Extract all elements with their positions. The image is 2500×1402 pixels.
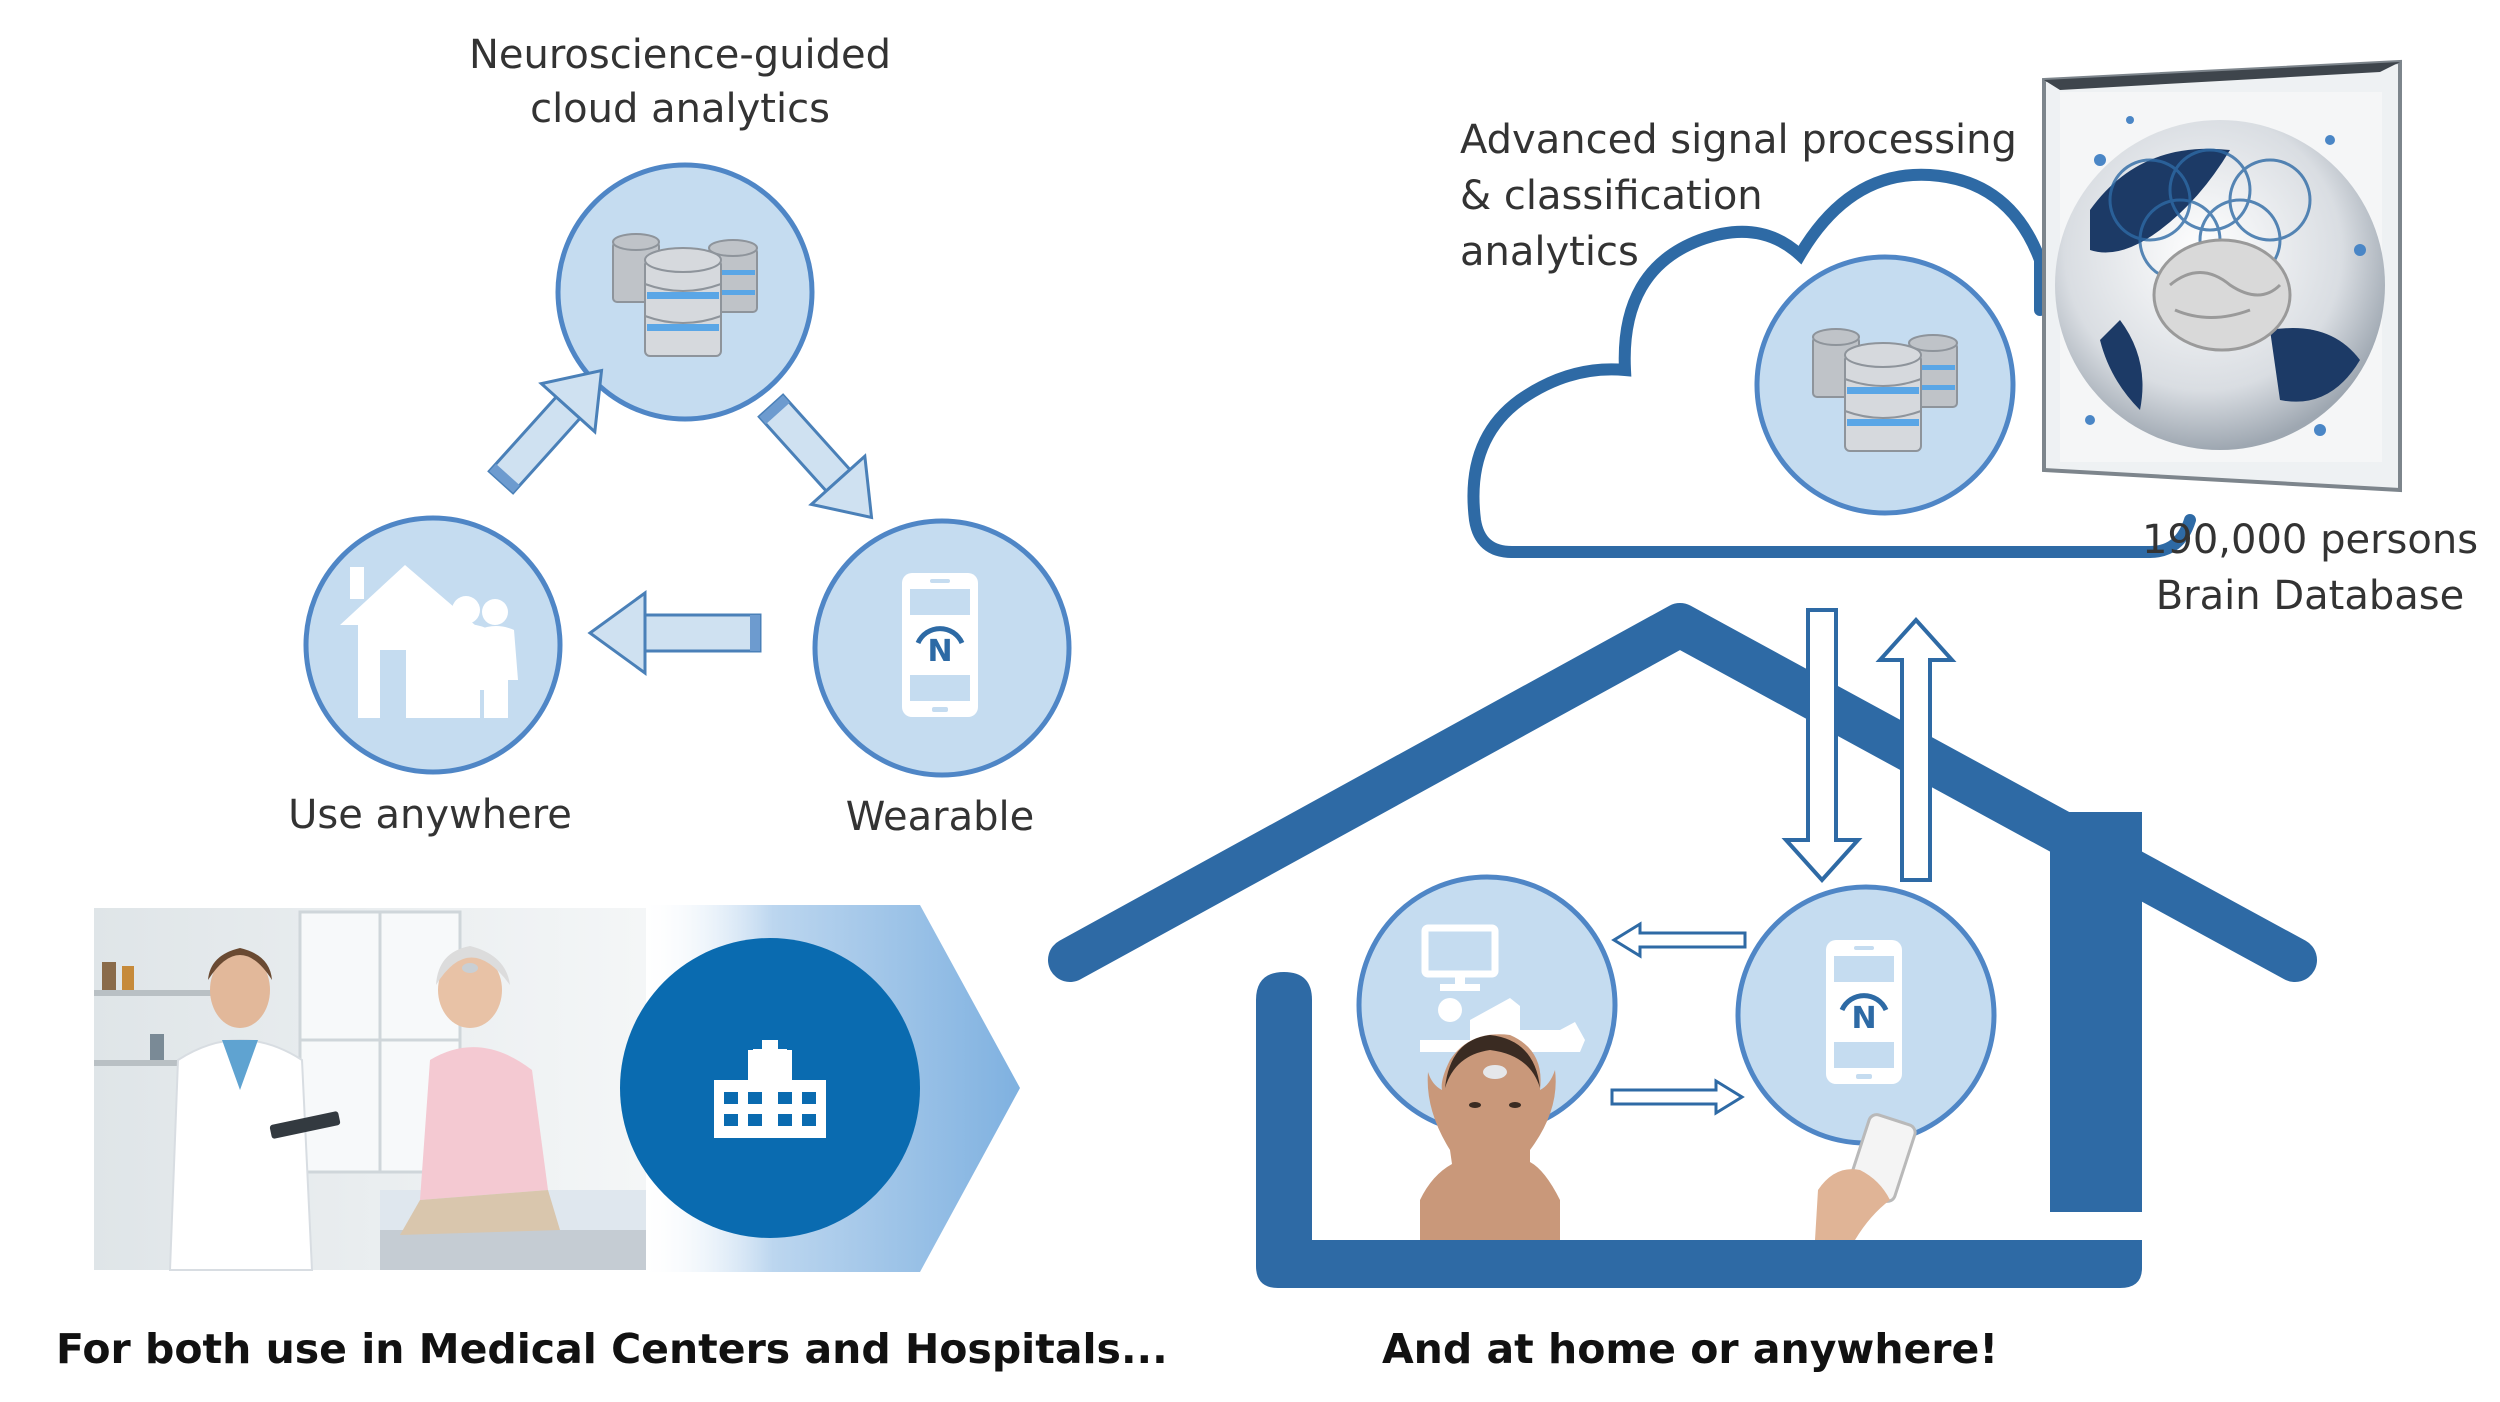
- monitor-icon: [1421, 924, 1499, 991]
- brain-database-image: [2042, 59, 2402, 493]
- house-family-icon: [340, 565, 518, 718]
- home-house-outline: [1048, 603, 2317, 1288]
- hospital-panel: [94, 905, 1020, 1272]
- device-exchange-arrows: [1610, 921, 1747, 1116]
- signal-processing-label: Advanced signal processing & classificat…: [1460, 117, 2017, 275]
- cloud-analytics-label: Neuroscience-guided cloud analytics: [468, 32, 892, 132]
- home-phone-node: N: [1735, 884, 1997, 1146]
- hospital-icon: [714, 1040, 826, 1138]
- cycle-diagram: N: [303, 162, 1072, 778]
- home-monitoring-node: [1356, 874, 1618, 1136]
- home-phone-device-icon: N: [1826, 940, 1902, 1084]
- use-anywhere-label: Use anywhere: [288, 792, 572, 838]
- use-anywhere-node: [303, 515, 563, 775]
- up-arrow: [1875, 617, 1957, 882]
- phone-device-icon: N: [902, 573, 978, 717]
- arrow-to-monitor: [1611, 921, 1747, 959]
- device-logo-letter: N: [1851, 1001, 1876, 1036]
- wearable-label: Wearable: [845, 794, 1035, 840]
- caption-home-anywhere: And at home or anywhere!: [1381, 1325, 1999, 1373]
- down-arrow: [1781, 608, 1863, 883]
- brain-icon: [2152, 238, 2292, 352]
- brain-database-label: 190,000 persons Brain Database: [2141, 517, 2479, 619]
- device-logo-letter: N: [927, 634, 952, 669]
- hospital-node: [620, 938, 920, 1238]
- arrow-use-to-cloud: [487, 368, 604, 495]
- cloud-analytics-node: [555, 162, 815, 422]
- cloud-shape: [1467, 168, 2196, 558]
- wearable-node: N: [812, 518, 1072, 778]
- doctor-patient-photo: [94, 908, 646, 1271]
- up-down-arrows: [1781, 608, 1957, 883]
- user-face-photo: [1420, 1034, 1560, 1240]
- cloud-database-node: [1754, 254, 2016, 516]
- reclining-person-icon: [1420, 998, 1585, 1052]
- arrow-cloud-to-wearable: [757, 393, 874, 520]
- arrow-wearable-to-use: [587, 590, 762, 676]
- caption-medical-centers: For both use in Medical Centers and Hosp…: [56, 1325, 1168, 1373]
- arrow-to-phone: [1610, 1078, 1745, 1116]
- hand-with-phone-photo: [1815, 1113, 1917, 1240]
